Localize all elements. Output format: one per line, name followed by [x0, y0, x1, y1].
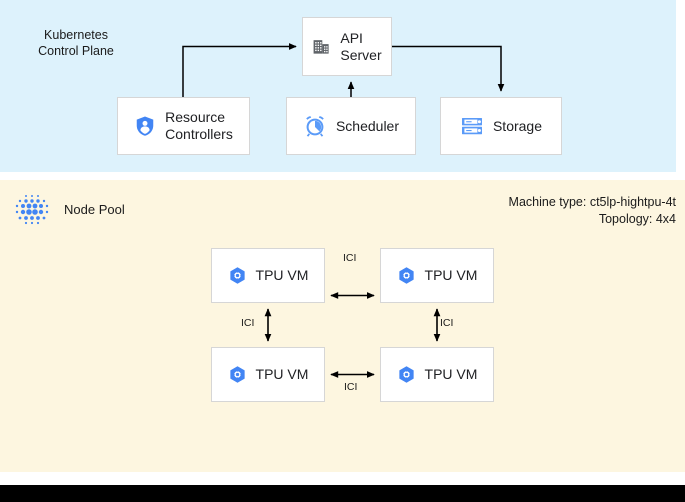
ici-label-left: ICI — [241, 317, 255, 329]
node-label-storage: Storage — [492, 117, 543, 134]
node-tpu-vm-2[interactable]: TPU VM — [211, 347, 325, 402]
machine-type-text: Machine type: ct5lp-hightpu-4t — [508, 195, 676, 209]
node-label-resource-controllers: Resource Controllers — [165, 109, 233, 142]
node-tpu-vm-3[interactable]: TPU VM — [380, 347, 494, 402]
node-tpu-vm-1[interactable]: TPU VM — [380, 248, 494, 303]
ici-label-right: ICI — [440, 317, 454, 329]
ici-label-top: ICI — [343, 252, 357, 264]
shield-person-icon — [136, 116, 154, 136]
topology-text: Topology: 4x4 — [598, 212, 676, 226]
control-plane-title: Kubernetes Control Plane — [38, 28, 114, 58]
node-storage[interactable]: Storage — [440, 97, 562, 155]
node-tpu-vm-0[interactable]: TPU VM — [211, 248, 325, 303]
tpu-hexagon-icon — [398, 267, 414, 284]
node-label-tpu-vm-0: TPU VM — [255, 267, 309, 283]
server-stack-icon — [461, 118, 482, 135]
node-api-server[interactable]: API Server — [302, 17, 392, 76]
tpu-hexagon-icon — [398, 366, 414, 383]
node-label-tpu-vm-2: TPU VM — [255, 366, 309, 382]
node-label-tpu-vm-3: TPU VM — [424, 366, 478, 382]
node-pool-title: Node Pool — [64, 202, 125, 217]
alarm-clock-icon — [306, 116, 324, 137]
bottom-black-bar — [0, 485, 685, 502]
node-label-tpu-vm-1: TPU VM — [424, 267, 478, 283]
node-label-api-server: API Server — [340, 29, 382, 63]
tpu-hexagon-icon — [229, 267, 245, 284]
node-label-scheduler: Scheduler — [335, 117, 400, 134]
tpu-hexagon-icon — [229, 366, 245, 383]
node-scheduler[interactable]: Scheduler — [286, 97, 416, 155]
node-resource-controllers[interactable]: Resource Controllers — [117, 97, 250, 155]
node-pool-dots-icon — [15, 195, 49, 225]
node-pool-machine-info: Machine type: ct5lp-hightpu-4t Topology:… — [509, 194, 676, 228]
node-pool-region — [0, 180, 685, 472]
building-icon — [313, 40, 329, 54]
ici-label-bottom: ICI — [344, 381, 358, 393]
